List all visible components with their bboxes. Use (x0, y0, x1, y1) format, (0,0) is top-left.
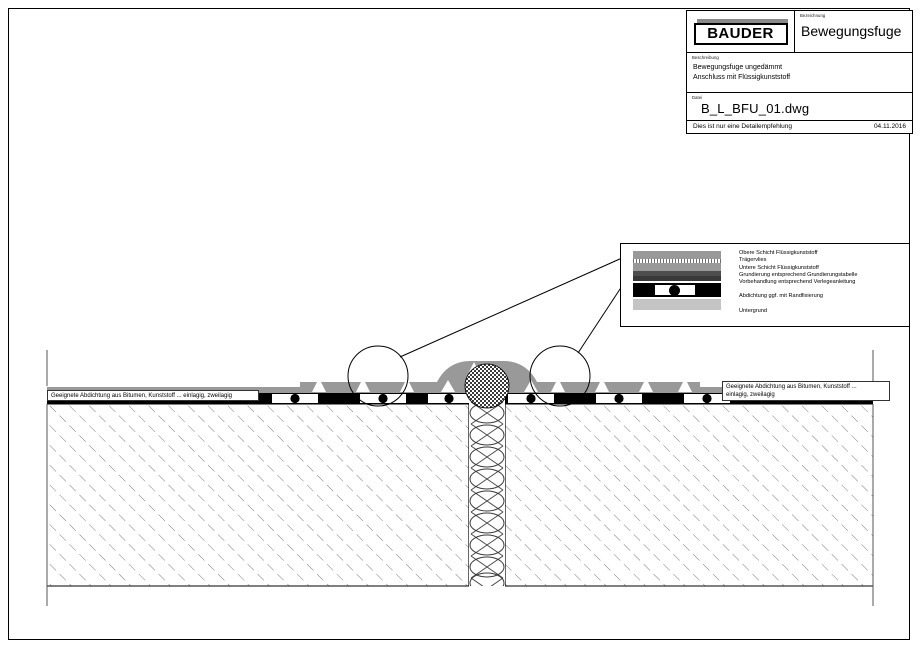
annotation-right-line2: einlagig, zweilagig (726, 392, 775, 398)
designation-cell: Bezeichnung Bewegungsfuge (795, 11, 912, 52)
description-row: Beschreibung Bewegungsfuge ungedämmt Ans… (687, 53, 912, 93)
legend-box: Obere Schicht Flüssigkunststoff Trägervl… (620, 243, 910, 327)
legend-swatch-spacer (633, 281, 721, 283)
description-tag: Beschreibung (692, 55, 719, 60)
annotation-left: Geeignete Abdichtung aus Bitumen, Kunsts… (47, 390, 259, 401)
description-line-1: Bewegungsfuge ungedämmt (693, 64, 783, 71)
legend-swatch-spacer-2 (633, 297, 721, 299)
legend-membrane-fixation-dot (669, 285, 680, 296)
description-line-2: Anschluss mit Flüssigkunststoff (693, 74, 791, 81)
file-tag: Datei (692, 95, 703, 100)
description-lines: Bewegungsfuge ungedämmt Anschluss mit Fl… (693, 63, 790, 83)
annotation-right: Geeignete Abdichtung aus Bitumen, Kunsts… (722, 381, 890, 401)
logo-top-bar (696, 18, 788, 23)
legend-swatch-substrate (633, 299, 721, 310)
designation-value: Bewegungsfuge (801, 23, 902, 39)
legend-swatch-primer (633, 271, 721, 276)
bauder-logo: BAUDER (693, 18, 788, 45)
title-block-top-row: BAUDER Bezeichnung Bewegungsfuge (687, 11, 912, 53)
legend-label-3: Grundierung entsprechend Grundierungstab… (739, 271, 858, 278)
annotation-right-line1: Geeignete Abdichtung aus Bitumen, Kunsts… (726, 384, 857, 390)
logo-text: BAUDER (707, 25, 774, 42)
legend-label-2: Untere Schicht Flüssigkunststoff (739, 264, 819, 271)
annotation-left-text: Geeignete Abdichtung aus Bitumen, Kunsts… (51, 393, 233, 399)
legend-label-0: Obere Schicht Flüssigkunststoff (739, 250, 818, 256)
footer-row: Dies ist nur eine Detailempfehlung 04.11… (687, 121, 912, 134)
footer-date: 04.11.2016 (873, 123, 906, 130)
legend-label-6: Untergrund (739, 308, 767, 315)
logo-frame: BAUDER (693, 22, 788, 45)
legend-swatch-pretreatment (633, 276, 721, 281)
legend-label-1: Trägervlies (739, 257, 767, 264)
designation-tag: Bezeichnung (800, 13, 826, 18)
legend-swatches (633, 251, 721, 310)
footer-note: Dies ist nur eine Detailempfehlung (693, 123, 792, 130)
title-block: BAUDER Bezeichnung Bewegungsfuge Beschre… (686, 10, 913, 134)
legend-swatch-membrane (633, 283, 721, 297)
legend-label-4: Vorbehandlung entsprechend Verlegeanleit… (739, 279, 856, 286)
file-row: Datei B_L_BFU_01.dwg (687, 93, 912, 121)
legend-swatch-lower-liquid-plastic (633, 263, 721, 271)
logo-cell: BAUDER (687, 11, 795, 52)
legend-label-5: Abdichtung ggf. mit Randfixierung (739, 292, 823, 299)
legend-swatch-fleece (633, 259, 721, 263)
legend-swatch-upper-liquid-plastic (633, 251, 721, 259)
file-name: B_L_BFU_01.dwg (701, 101, 810, 116)
legend-labels: Obere Schicht Flüssigkunststoff Trägervl… (739, 250, 907, 316)
